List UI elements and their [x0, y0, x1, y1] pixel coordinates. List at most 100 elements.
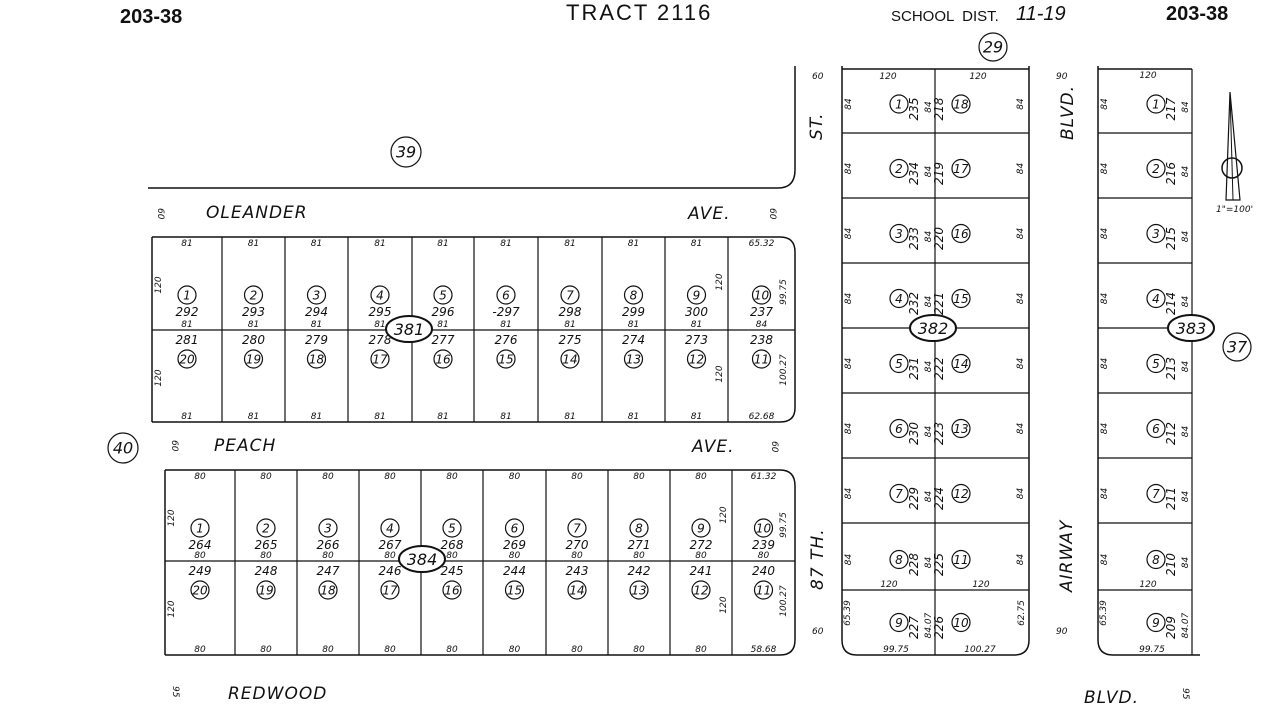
block-381-upper-lot-circle	[433, 285, 453, 305]
block-382-right-lot-circle	[951, 223, 971, 244]
block-382-left-apn: 233	[907, 227, 921, 250]
block-381-lower-lot-circle	[243, 349, 264, 369]
block-384-mid-dim: 80	[509, 551, 521, 561]
block-384-upper-apn: 266	[317, 538, 340, 552]
dim-redwood-right: 95	[1180, 688, 1190, 700]
block-382-bottom-dim: 100.27	[964, 645, 996, 655]
block-384-top-dim: 80	[260, 472, 272, 482]
block-383-row-depth: 84	[1100, 488, 1110, 500]
block-383-label-oval	[1167, 314, 1215, 342]
block-381-upper-apn: 296	[432, 305, 455, 319]
block-383-lot-circle	[1146, 223, 1166, 244]
block-381-top-dim: 81	[181, 239, 192, 249]
block-381-lower-apn: 276	[495, 333, 518, 347]
block-382-right-apn: 226	[932, 616, 946, 639]
block-382-right-apn: 223	[932, 422, 946, 445]
block-382-left-apn: 231	[907, 357, 921, 380]
block-381-lower-lot: 15	[498, 353, 513, 367]
block-381-lower-lot: 17	[372, 353, 388, 367]
block-383-row-depth: 84	[1100, 228, 1110, 240]
dim-airway-bottom: 90	[1056, 627, 1068, 637]
block-383-depth: 84	[1181, 166, 1191, 178]
block-384-upper-lot-circle	[629, 518, 649, 538]
block-382-left-apn: 230	[907, 422, 921, 445]
block-384-top-dim: 80	[509, 472, 521, 482]
ref-circle-37-circle	[1222, 332, 1252, 362]
dim-87th-bottom: 60	[812, 627, 824, 637]
block-383-apn: 210	[1164, 553, 1178, 576]
block-384-lower-apn: 246	[379, 564, 402, 578]
block-384-lower-apn: 240	[752, 564, 775, 578]
block-383-depth: 84.07	[1181, 612, 1191, 638]
street-lines	[148, 66, 1200, 656]
block-382-left-apn: 234	[907, 162, 921, 185]
block-382-left-lot-circle	[889, 483, 909, 504]
block-382-left-depth: 84	[924, 296, 934, 308]
block-381-lower-apn: 275	[559, 333, 582, 347]
block-382-right-lot: 11	[953, 553, 968, 567]
map-title: TRACT 2116	[566, 0, 713, 25]
block-381-upper-apn: 292	[176, 305, 199, 319]
block-382-row-depth: 84	[844, 554, 854, 566]
block-381-top-dim: 81	[248, 239, 259, 249]
block-381-upper-apn: 237	[750, 305, 773, 319]
block-382-left-apn: 235	[907, 98, 921, 121]
block-384-top-dim: 80	[194, 472, 206, 482]
block-383-lot-circle	[1146, 418, 1166, 439]
block-381-lower-lot-circle	[306, 349, 327, 369]
ref-circle-29-circle	[978, 32, 1008, 62]
block-382-right-lot: 10	[953, 616, 969, 630]
block-382-row-depth: 84	[844, 163, 854, 175]
block-382-right-lot-circle	[951, 483, 971, 504]
block-381-lower-lot: 11	[754, 353, 769, 367]
block-381-label-oval	[385, 315, 433, 343]
block-382-label-oval	[909, 314, 957, 342]
block-384-mid-dim: 80	[446, 551, 458, 561]
scale-label: 1"=100'	[1216, 205, 1253, 215]
block-384-upper-apn: 270	[566, 538, 589, 552]
block-384-lower-apn: 244	[503, 564, 526, 578]
block-384-upper-lot: 2	[262, 522, 270, 536]
block-381-lower-lot: 14	[562, 353, 577, 367]
block-384-side-dim: 100.27	[779, 585, 789, 617]
block-384-lower-lot-circle	[318, 580, 338, 600]
block-384-lower-lot: 13	[631, 584, 646, 598]
street-redwood: REDWOOD	[228, 684, 327, 704]
ref-circle-39-circle	[390, 136, 422, 168]
ref-circle-29: 29	[983, 38, 1003, 57]
block-384-lower-lot-circle	[442, 580, 462, 600]
block-382-left-depth: 84	[924, 101, 934, 113]
block-384-side-dim: 120	[167, 600, 177, 617]
block-384-label-oval	[398, 545, 446, 573]
block-384-upper-lot: 8	[635, 522, 643, 536]
block-382-row-depth: 84	[1016, 358, 1026, 370]
block-381-upper-apn: 295	[369, 305, 392, 319]
block-381-mid-dim: 81	[437, 320, 448, 330]
block-381-mid-dim: 84	[756, 320, 768, 330]
block-384-bottom-dim: 80	[571, 645, 583, 655]
block-383-apn: 212	[1164, 422, 1178, 445]
block-383-lot-circle	[1146, 94, 1166, 114]
block-384-bottom-dim: 80	[695, 645, 707, 655]
block-381-bottom-dim: 62.68	[749, 412, 775, 422]
block-384-upper-lot-circle	[504, 518, 525, 538]
block-382-row-depth: 84	[844, 228, 854, 240]
block-381-upper-lot-circle	[560, 285, 580, 305]
block-383-lot-circle	[1146, 288, 1166, 309]
block-383-row-depth: 84	[1100, 163, 1110, 175]
block-384-lower-apn: 249	[189, 564, 212, 578]
block-384-upper-lot: 3	[324, 522, 332, 536]
block-382-left-lot-circle	[889, 353, 909, 374]
ref-circle-39: 39	[396, 143, 416, 162]
block-382-right-lot: 15	[953, 292, 968, 306]
block-382-left-lot: 2	[895, 162, 903, 176]
block-382-top-dim: 120	[969, 72, 986, 82]
school-district-label: SCHOOL DIST.	[891, 8, 999, 25]
ref-circle-40-circle	[107, 432, 139, 464]
block-384-mid-dim: 80	[384, 551, 396, 561]
block-381-bottom-dim: 81	[437, 412, 448, 422]
block-382-left-depth: 84	[924, 231, 934, 243]
block-382-left-lot: 1	[895, 98, 903, 112]
street-peach: PEACH	[214, 436, 276, 456]
block-384-upper-apn: 271	[628, 538, 651, 552]
